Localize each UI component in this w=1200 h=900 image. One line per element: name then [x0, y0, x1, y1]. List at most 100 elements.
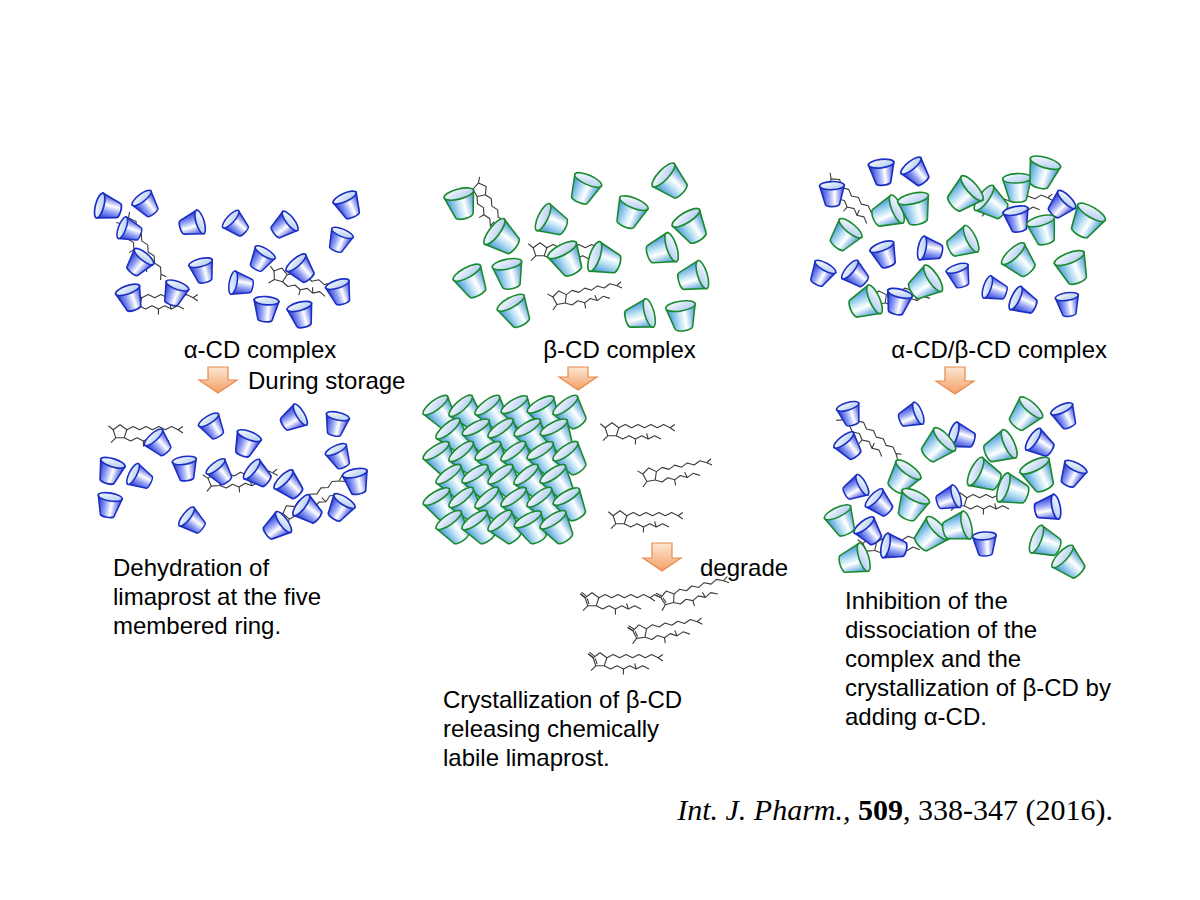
- alpha-cyclodextrin: [324, 441, 355, 472]
- bond-line: [547, 293, 552, 298]
- alpha-cyclodextrin: [176, 505, 209, 538]
- beta-cyclodextrin: [836, 542, 873, 579]
- bond-line: [670, 425, 675, 431]
- bond-line: [1047, 194, 1052, 201]
- beta-cyclodextrin: [845, 283, 886, 324]
- bond-line: [857, 418, 898, 453]
- bond-line: [616, 282, 622, 289]
- bond-line: [871, 443, 876, 448]
- cone-rim: [1023, 426, 1044, 452]
- cone-rim: [972, 531, 996, 540]
- diagram-node: α-CD complex: [90, 185, 380, 364]
- bond-line: [697, 618, 703, 625]
- alpha-cyclodextrin: [322, 410, 350, 438]
- alpha-cyclodextrin: [115, 216, 145, 246]
- alpha-cyclodextrin: [1056, 458, 1089, 491]
- cone-rim: [1055, 291, 1079, 302]
- beta-cyclodextrin: [943, 224, 982, 263]
- beta-cyclodextrin: [585, 240, 625, 280]
- cone-rim: [964, 455, 987, 487]
- beta-cyclodextrin: [643, 231, 681, 269]
- cone-rim: [460, 461, 490, 486]
- cone-rim: [446, 438, 476, 464]
- cone-rim: [446, 484, 476, 510]
- cone-rim: [910, 401, 926, 426]
- bond-line: [603, 436, 608, 441]
- cone-rim: [1063, 458, 1088, 476]
- bond-line: [635, 663, 637, 669]
- citation-pages: , 338-347 (2016).: [903, 793, 1113, 826]
- block-arrow: [643, 543, 681, 571]
- cone-rim: [472, 484, 501, 511]
- beta-cyclodextrin: [1053, 248, 1094, 289]
- limaprost-molecule: [600, 423, 674, 445]
- bond-line: [658, 655, 663, 661]
- bond-line: [655, 592, 662, 599]
- alpha-cyclodextrin: [1023, 426, 1059, 461]
- beta-cyclodextrin: [546, 238, 589, 281]
- beta-cyclodextrin: [532, 202, 572, 242]
- bond-line: [702, 592, 705, 598]
- cone-rim: [280, 209, 301, 233]
- beta-cyclodextrin: [824, 215, 864, 255]
- block-arrow: [199, 367, 237, 393]
- cone-rim: [538, 416, 569, 439]
- diagram-node: β-CD complex: [435, 160, 710, 364]
- bond-line: [178, 427, 183, 433]
- cone-rim: [670, 205, 702, 230]
- bond-line: [642, 481, 648, 487]
- bond-line: [158, 309, 159, 315]
- cone-rim: [1049, 400, 1074, 417]
- beta-cyclodextrin: [610, 193, 650, 233]
- beta-cyclodextrin: [1026, 213, 1061, 248]
- cone-rim: [253, 243, 276, 261]
- bond-line: [663, 597, 666, 603]
- beta-cyclodextrin: [481, 216, 526, 261]
- alpha-cyclodextrin: [899, 155, 935, 191]
- cone-rim: [879, 532, 892, 558]
- cone-rim: [420, 392, 450, 418]
- citation: Int. J. Pharm.,509, 338-347 (2016).: [677, 792, 1113, 828]
- cone-rim: [241, 457, 263, 481]
- bond-line: [627, 625, 634, 631]
- alpha-cyclodextrin: [324, 225, 354, 255]
- alpha-cyclodextrin: [230, 427, 263, 460]
- alpha-cyclodextrin: [331, 189, 365, 223]
- cone-rim: [1049, 494, 1062, 520]
- alpha-cyclodextrin: [92, 192, 124, 223]
- bond-line: [645, 631, 690, 640]
- cone-rim: [538, 507, 569, 532]
- bond-line: [661, 605, 667, 611]
- bond-line: [113, 425, 127, 438]
- cone-rim: [165, 278, 190, 294]
- illustration-slot: [95, 395, 385, 553]
- bond-line: [531, 256, 536, 261]
- bond-line: [632, 624, 647, 639]
- description-text: Crystallization of β-CD releasing chemic…: [415, 685, 703, 772]
- cone-rim: [290, 492, 312, 518]
- cone-rim: [433, 415, 462, 442]
- cone-rim: [863, 486, 886, 509]
- bond-line: [675, 630, 677, 636]
- alpha-cyclodextrin: [945, 261, 974, 290]
- illustration-slot: [800, 155, 1115, 335]
- cone-rim: [855, 542, 873, 573]
- diagram-node: α-CD/β-CD complex: [800, 155, 1115, 364]
- block-arrow: [936, 367, 974, 394]
- bond-line: [664, 638, 666, 644]
- cone-rim: [330, 225, 354, 241]
- cone-rim: [1002, 204, 1028, 217]
- cone-rim: [916, 235, 928, 260]
- cone-rim: [1055, 188, 1078, 211]
- cone-rim: [499, 484, 529, 510]
- bond-line: [615, 609, 616, 615]
- complex-label: β-CD complex: [435, 335, 710, 364]
- cone-rim: [498, 438, 528, 464]
- cone-rim: [227, 270, 239, 295]
- cone-rim: [546, 238, 579, 262]
- cone-rim: [999, 240, 1028, 268]
- cone-rim: [899, 155, 924, 177]
- beta-cyclodextrin: [491, 256, 526, 291]
- cone-rim: [512, 508, 543, 531]
- bond-line: [637, 470, 642, 475]
